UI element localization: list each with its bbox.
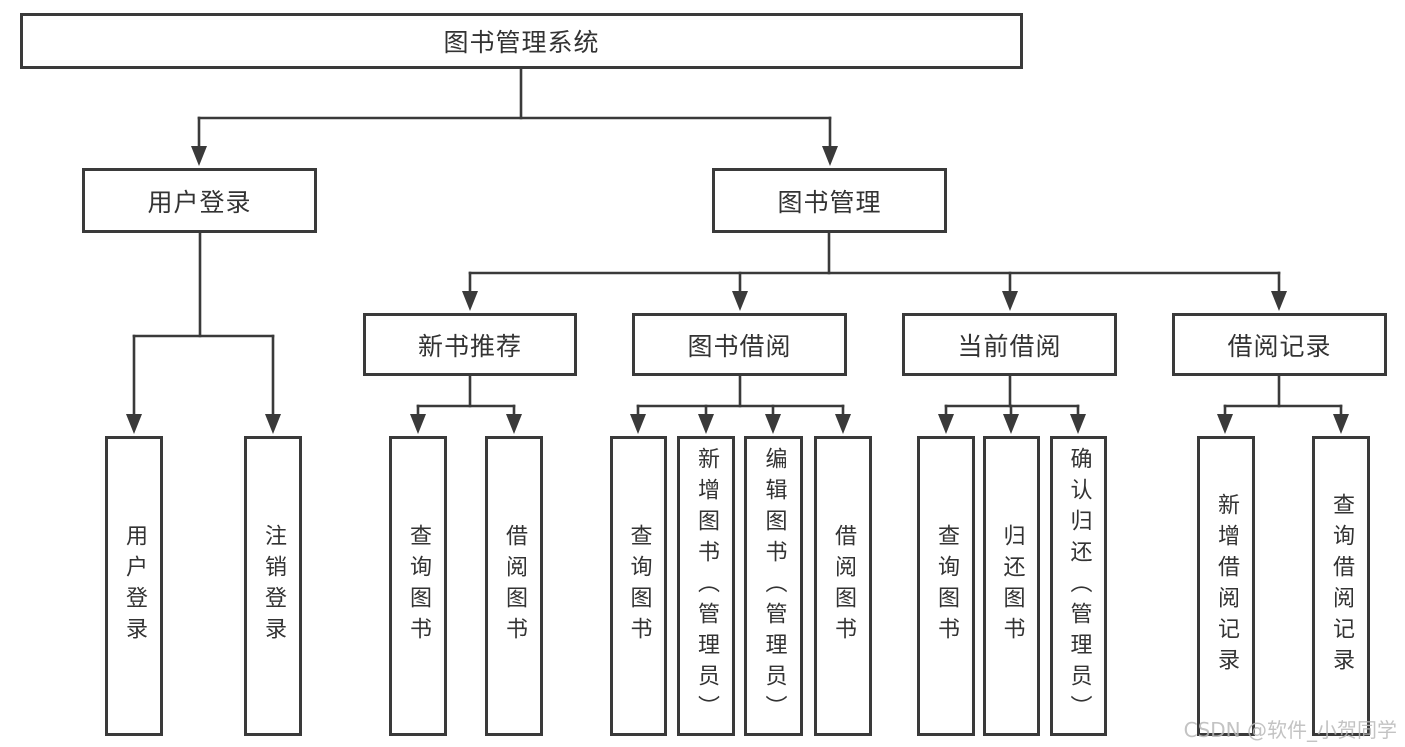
leaf-add-book-admin-label: 新增图书（管理员） xyxy=(694,446,719,726)
node-root: 图书管理系统 xyxy=(20,13,1023,69)
leaf-user-login: 用户登录 xyxy=(105,436,163,736)
leaf-query-books-borrowing-label: 查询图书 xyxy=(626,524,652,648)
node-book-borrowing: 图书借阅 xyxy=(632,313,847,376)
leaf-query-borrow-record-label: 查询借阅记录 xyxy=(1329,493,1354,679)
node-borrowing-records-label: 借阅记录 xyxy=(1227,331,1332,361)
leaf-query-books-recommendation: 查询图书 xyxy=(389,436,447,736)
node-current-borrowing-label: 当前借阅 xyxy=(957,331,1062,361)
node-book-management-label: 图书管理 xyxy=(777,187,882,217)
node-borrowing-records: 借阅记录 xyxy=(1172,313,1387,376)
leaf-add-book-admin: 新增图书（管理员） xyxy=(677,436,735,736)
leaf-add-borrow-record-label: 新增借阅记录 xyxy=(1214,493,1239,679)
leaf-logout: 注销登录 xyxy=(244,436,302,736)
leaf-return-books: 归还图书 xyxy=(983,436,1040,736)
node-current-borrowing: 当前借阅 xyxy=(902,313,1117,376)
leaf-user-login-label: 用户登录 xyxy=(122,524,147,648)
leaf-query-books-recommendation-label: 查询图书 xyxy=(406,524,431,648)
leaf-return-books-label: 归还图书 xyxy=(999,524,1025,648)
node-new-book-recommendation: 新书推荐 xyxy=(363,313,577,376)
node-book-borrowing-label: 图书借阅 xyxy=(687,331,792,361)
leaf-add-borrow-record: 新增借阅记录 xyxy=(1197,436,1255,736)
watermark: CSDN @软件_小贺同学 xyxy=(1183,718,1397,742)
leaf-query-books-borrowing: 查询图书 xyxy=(610,436,667,736)
leaf-query-books-current-label: 查询图书 xyxy=(934,524,959,648)
leaf-borrow-books-borrowing-label: 借阅图书 xyxy=(831,524,856,648)
leaf-query-books-current: 查询图书 xyxy=(917,436,975,736)
leaf-edit-book-admin: 编辑图书（管理员） xyxy=(744,436,803,736)
leaf-borrow-books-borrowing: 借阅图书 xyxy=(814,436,872,736)
leaf-edit-book-admin-label: 编辑图书（管理员） xyxy=(761,446,787,726)
node-book-management: 图书管理 xyxy=(712,168,947,233)
leaf-logout-label: 注销登录 xyxy=(261,524,286,648)
leaf-borrow-books-recommendation: 借阅图书 xyxy=(485,436,543,736)
leaf-confirm-return-admin-label: 确认归还（管理员） xyxy=(1066,446,1092,726)
node-root-label: 图书管理系统 xyxy=(443,28,600,57)
node-user-login: 用户登录 xyxy=(82,168,317,233)
leaf-confirm-return-admin: 确认归还（管理员） xyxy=(1050,436,1107,736)
leaf-borrow-books-recommendation-label: 借阅图书 xyxy=(502,524,527,648)
node-new-book-recommendation-label: 新书推荐 xyxy=(417,331,522,361)
node-user-login-label: 用户登录 xyxy=(147,187,252,217)
leaf-query-borrow-record: 查询借阅记录 xyxy=(1312,436,1370,736)
